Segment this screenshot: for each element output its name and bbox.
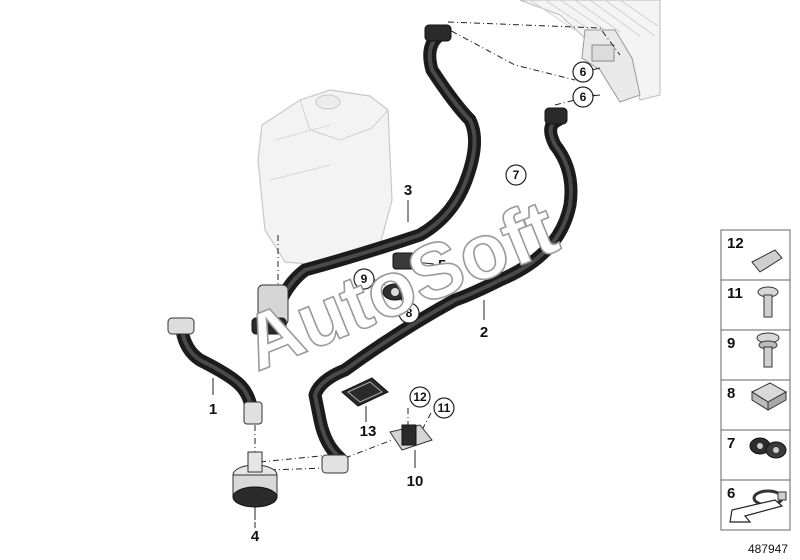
svg-text:9: 9 (361, 272, 368, 286)
panel-label-9: 9 (727, 335, 735, 352)
leader-lines (254, 21, 621, 471)
circled-callout-6-lower: 6 (572, 86, 594, 108)
bracket-10-drawing (389, 424, 433, 451)
fittings-drawing (167, 24, 568, 474)
parts-panel: 12 11 9 8 7 6 (720, 229, 791, 531)
circled-callout-7: 7 (505, 164, 527, 186)
callout-2: 2 (480, 324, 488, 341)
callout-10: 10 (407, 473, 424, 490)
callout-1: 1 (209, 401, 217, 418)
circled-callout-6-upper: 6 (572, 61, 594, 83)
expansion-tank-drawing (257, 89, 393, 266)
clip-nut-icon (751, 249, 783, 273)
panel-label-6: 6 (727, 485, 735, 502)
hose-drawings (175, 28, 578, 465)
svg-text:7: 7 (513, 168, 520, 182)
callout-4: 4 (251, 528, 260, 545)
diagram-id: 487947 (748, 542, 788, 556)
square-nut-icon (750, 382, 788, 411)
svg-text:8: 8 (406, 306, 413, 320)
svg-text:6: 6 (580, 65, 587, 79)
panel-label-8: 8 (727, 385, 735, 402)
screw-icon (757, 286, 779, 318)
circled-callout-9: 9 (353, 268, 375, 290)
callout-5: 5 (438, 257, 446, 274)
circled-callout-11: 11 (433, 397, 455, 419)
svg-text:6: 6 (580, 90, 587, 104)
svg-text:11: 11 (438, 401, 451, 415)
callout-3: 3 (404, 182, 412, 199)
panel-label-11: 11 (727, 285, 743, 302)
circled-callout-8: 8 (398, 302, 420, 324)
electric-pump-drawing (232, 451, 278, 520)
collar-screw-icon (756, 332, 780, 368)
panel-label-7: 7 (727, 435, 735, 452)
svg-text:12: 12 (413, 390, 427, 404)
arrow-icon (729, 499, 784, 523)
radiator-drawing (519, 0, 661, 103)
circled-callout-12: 12 (409, 386, 431, 408)
bracket-13-drawing (341, 377, 389, 407)
hose-clip-icon (749, 437, 787, 459)
panel-label-12: 12 (727, 235, 744, 252)
callout-13: 13 (360, 423, 377, 440)
clamps-drawing (382, 252, 416, 301)
